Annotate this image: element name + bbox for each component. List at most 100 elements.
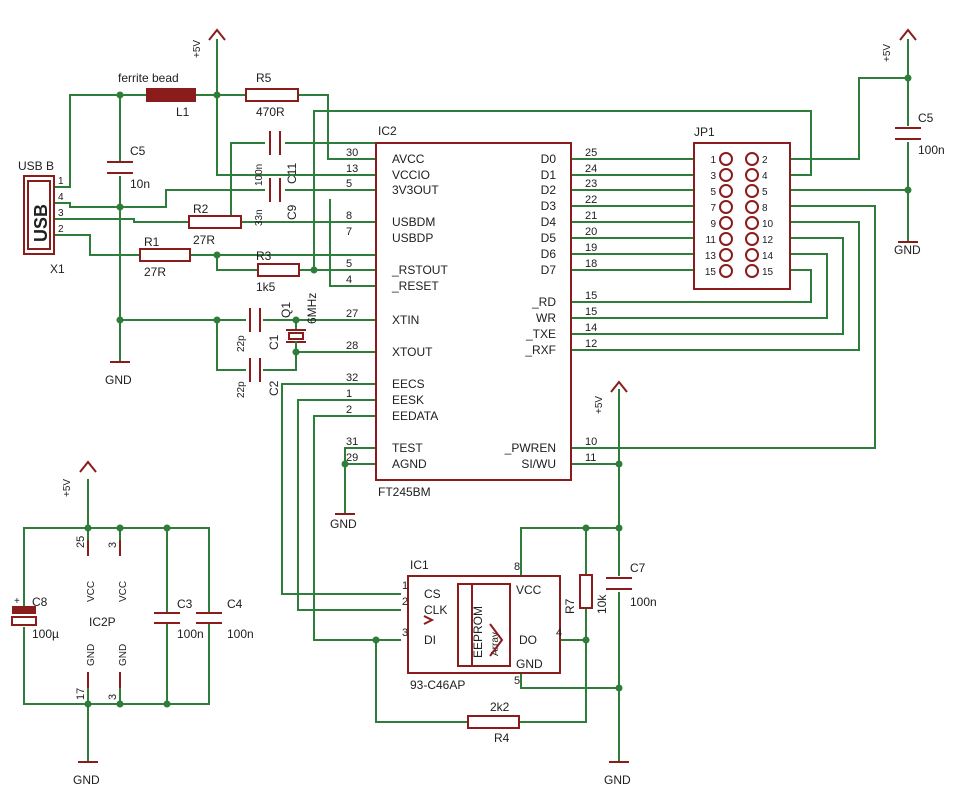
svg-text:+: + — [14, 596, 20, 607]
vcc-symbol-top-left: +5V — [192, 28, 226, 58]
svg-text:2: 2 — [402, 596, 408, 608]
svg-text:4: 4 — [58, 192, 64, 203]
gnd-symbol-supply: GND — [73, 761, 100, 787]
svg-text:10k: 10k — [595, 594, 609, 614]
svg-text:GND: GND — [73, 773, 100, 787]
capacitor-c5-usb: C5 10n — [107, 144, 150, 191]
svg-text:100n: 100n — [254, 164, 265, 186]
svg-text:+5V: +5V — [594, 396, 605, 414]
gnd-symbol-eeprom: GND — [604, 761, 631, 787]
jp1-pin-number: 8 — [762, 203, 768, 214]
ic2-pin-number: 18 — [585, 258, 597, 270]
svg-text:+5V: +5V — [882, 44, 893, 62]
svg-text:17: 17 — [75, 688, 87, 700]
svg-text:C4: C4 — [227, 597, 243, 611]
svg-text:1: 1 — [58, 176, 64, 187]
jp1-pin-number: 5 — [710, 187, 716, 198]
resistor-r1: R1 27R — [139, 235, 191, 279]
svg-text:GND: GND — [516, 657, 543, 671]
ic2-pin-name: D4 — [541, 215, 557, 229]
ic2-pin-name: D3 — [541, 199, 557, 213]
ic2-pin-number: 19 — [585, 242, 597, 254]
gnd-symbol-ic2: GND — [330, 513, 357, 531]
jp1-pin — [719, 248, 733, 262]
svg-text:3: 3 — [107, 542, 119, 548]
svg-text:C9: C9 — [285, 204, 299, 220]
jp1-pin — [745, 216, 759, 230]
jp1-pin — [719, 168, 733, 182]
svg-text:R4: R4 — [494, 731, 510, 745]
svg-text:GND: GND — [604, 773, 631, 787]
jp1-pin — [719, 184, 733, 198]
ic2-pin-name: _RD — [531, 295, 556, 309]
svg-text:VCC: VCC — [516, 583, 542, 597]
svg-text:R3: R3 — [256, 249, 272, 263]
svg-text:100n: 100n — [630, 595, 657, 609]
ic2-pin-name: XTIN — [392, 313, 419, 327]
ic2-pin-name: D0 — [541, 152, 557, 166]
svg-text:22p: 22p — [236, 335, 247, 352]
jp1-pin — [719, 200, 733, 214]
ic2-pin-number: 31 — [346, 436, 358, 448]
ic2-pin-name: VCCIO — [392, 168, 430, 182]
capacitor-c2: 22p C2 — [236, 358, 281, 398]
svg-text:100µ: 100µ — [32, 627, 59, 641]
jp1-pin-number: 12 — [762, 235, 774, 246]
svg-text:R7: R7 — [563, 598, 577, 614]
ic2-pin-name: D7 — [541, 263, 557, 277]
svg-text:3: 3 — [58, 208, 64, 219]
ic2-pin-name: D6 — [541, 247, 557, 261]
ic2-pin-name: EECS — [392, 377, 425, 391]
ic2-pin-name: EESK — [392, 393, 424, 407]
jp1-pin — [719, 264, 733, 278]
ic2-right-pins: 25D024D123D222D321D420D519D618D715_RD15W… — [504, 147, 598, 471]
ic2-pin-name: AVCC — [392, 152, 425, 166]
jp1-pin — [719, 152, 733, 166]
svg-text:VCC: VCC — [118, 581, 129, 602]
svg-text:1k5: 1k5 — [256, 280, 276, 294]
svg-text:R1: R1 — [144, 235, 160, 249]
svg-text:6MHz: 6MHz — [305, 293, 319, 324]
ic2-pin-number: 24 — [585, 163, 597, 175]
svg-text:C1: C1 — [267, 334, 281, 350]
ic2-pin-name: D5 — [541, 231, 557, 245]
capacitor-c3: C3 100n — [154, 597, 204, 641]
svg-text:DO: DO — [519, 633, 537, 647]
svg-text:3: 3 — [402, 627, 408, 639]
ic2-pin-name: _RXF — [524, 343, 556, 357]
svg-text:Array: Array — [490, 632, 501, 656]
svg-text:5: 5 — [514, 675, 520, 687]
ic2-pin-name: AGND — [392, 457, 427, 471]
ic2-pin-name: _RSTOUT — [391, 263, 448, 277]
ic2-pin-name: USBDP — [392, 231, 433, 245]
capacitor-c5-jp1: C5 100n — [895, 111, 945, 157]
ic2-pin-number: 13 — [346, 163, 358, 175]
svg-text:CLK: CLK — [424, 603, 447, 617]
ic2-pin-name: SI/WU — [521, 457, 556, 471]
jp1-pin-number: 2 — [762, 155, 768, 166]
capacitor-c11: 100n C11 — [254, 131, 299, 186]
ic2-pin-number: 21 — [585, 210, 597, 222]
junctions — [84, 74, 912, 708]
ic2-pin-name: _RESET — [391, 279, 439, 293]
svg-text:25: 25 — [75, 536, 87, 548]
ic2-pin-name: USBDM — [392, 215, 435, 229]
jp1-pin-number: 1 — [710, 155, 716, 166]
ic2-pin-number: 15 — [585, 290, 597, 302]
ic2-pin-number: 30 — [346, 147, 358, 159]
svg-text:Q1: Q1 — [279, 302, 293, 318]
ic2-pin-number: 10 — [585, 436, 597, 448]
ic2-pin-number: 7 — [346, 226, 352, 238]
ic2-pin-name: D2 — [541, 183, 557, 197]
svg-text:R5: R5 — [256, 71, 272, 85]
jp1-pin — [745, 168, 759, 182]
jp1-pin — [745, 152, 759, 166]
ic2-pin-name: EEDATA — [392, 409, 438, 423]
jp1-pin-number: 15 — [705, 267, 717, 278]
ferrite-bead-l1: ferrite bead L1 — [118, 71, 196, 119]
jp1-pin-number: 14 — [762, 251, 774, 262]
resistor-r7: R7 10k — [563, 574, 609, 614]
svg-text:R2: R2 — [193, 202, 209, 216]
